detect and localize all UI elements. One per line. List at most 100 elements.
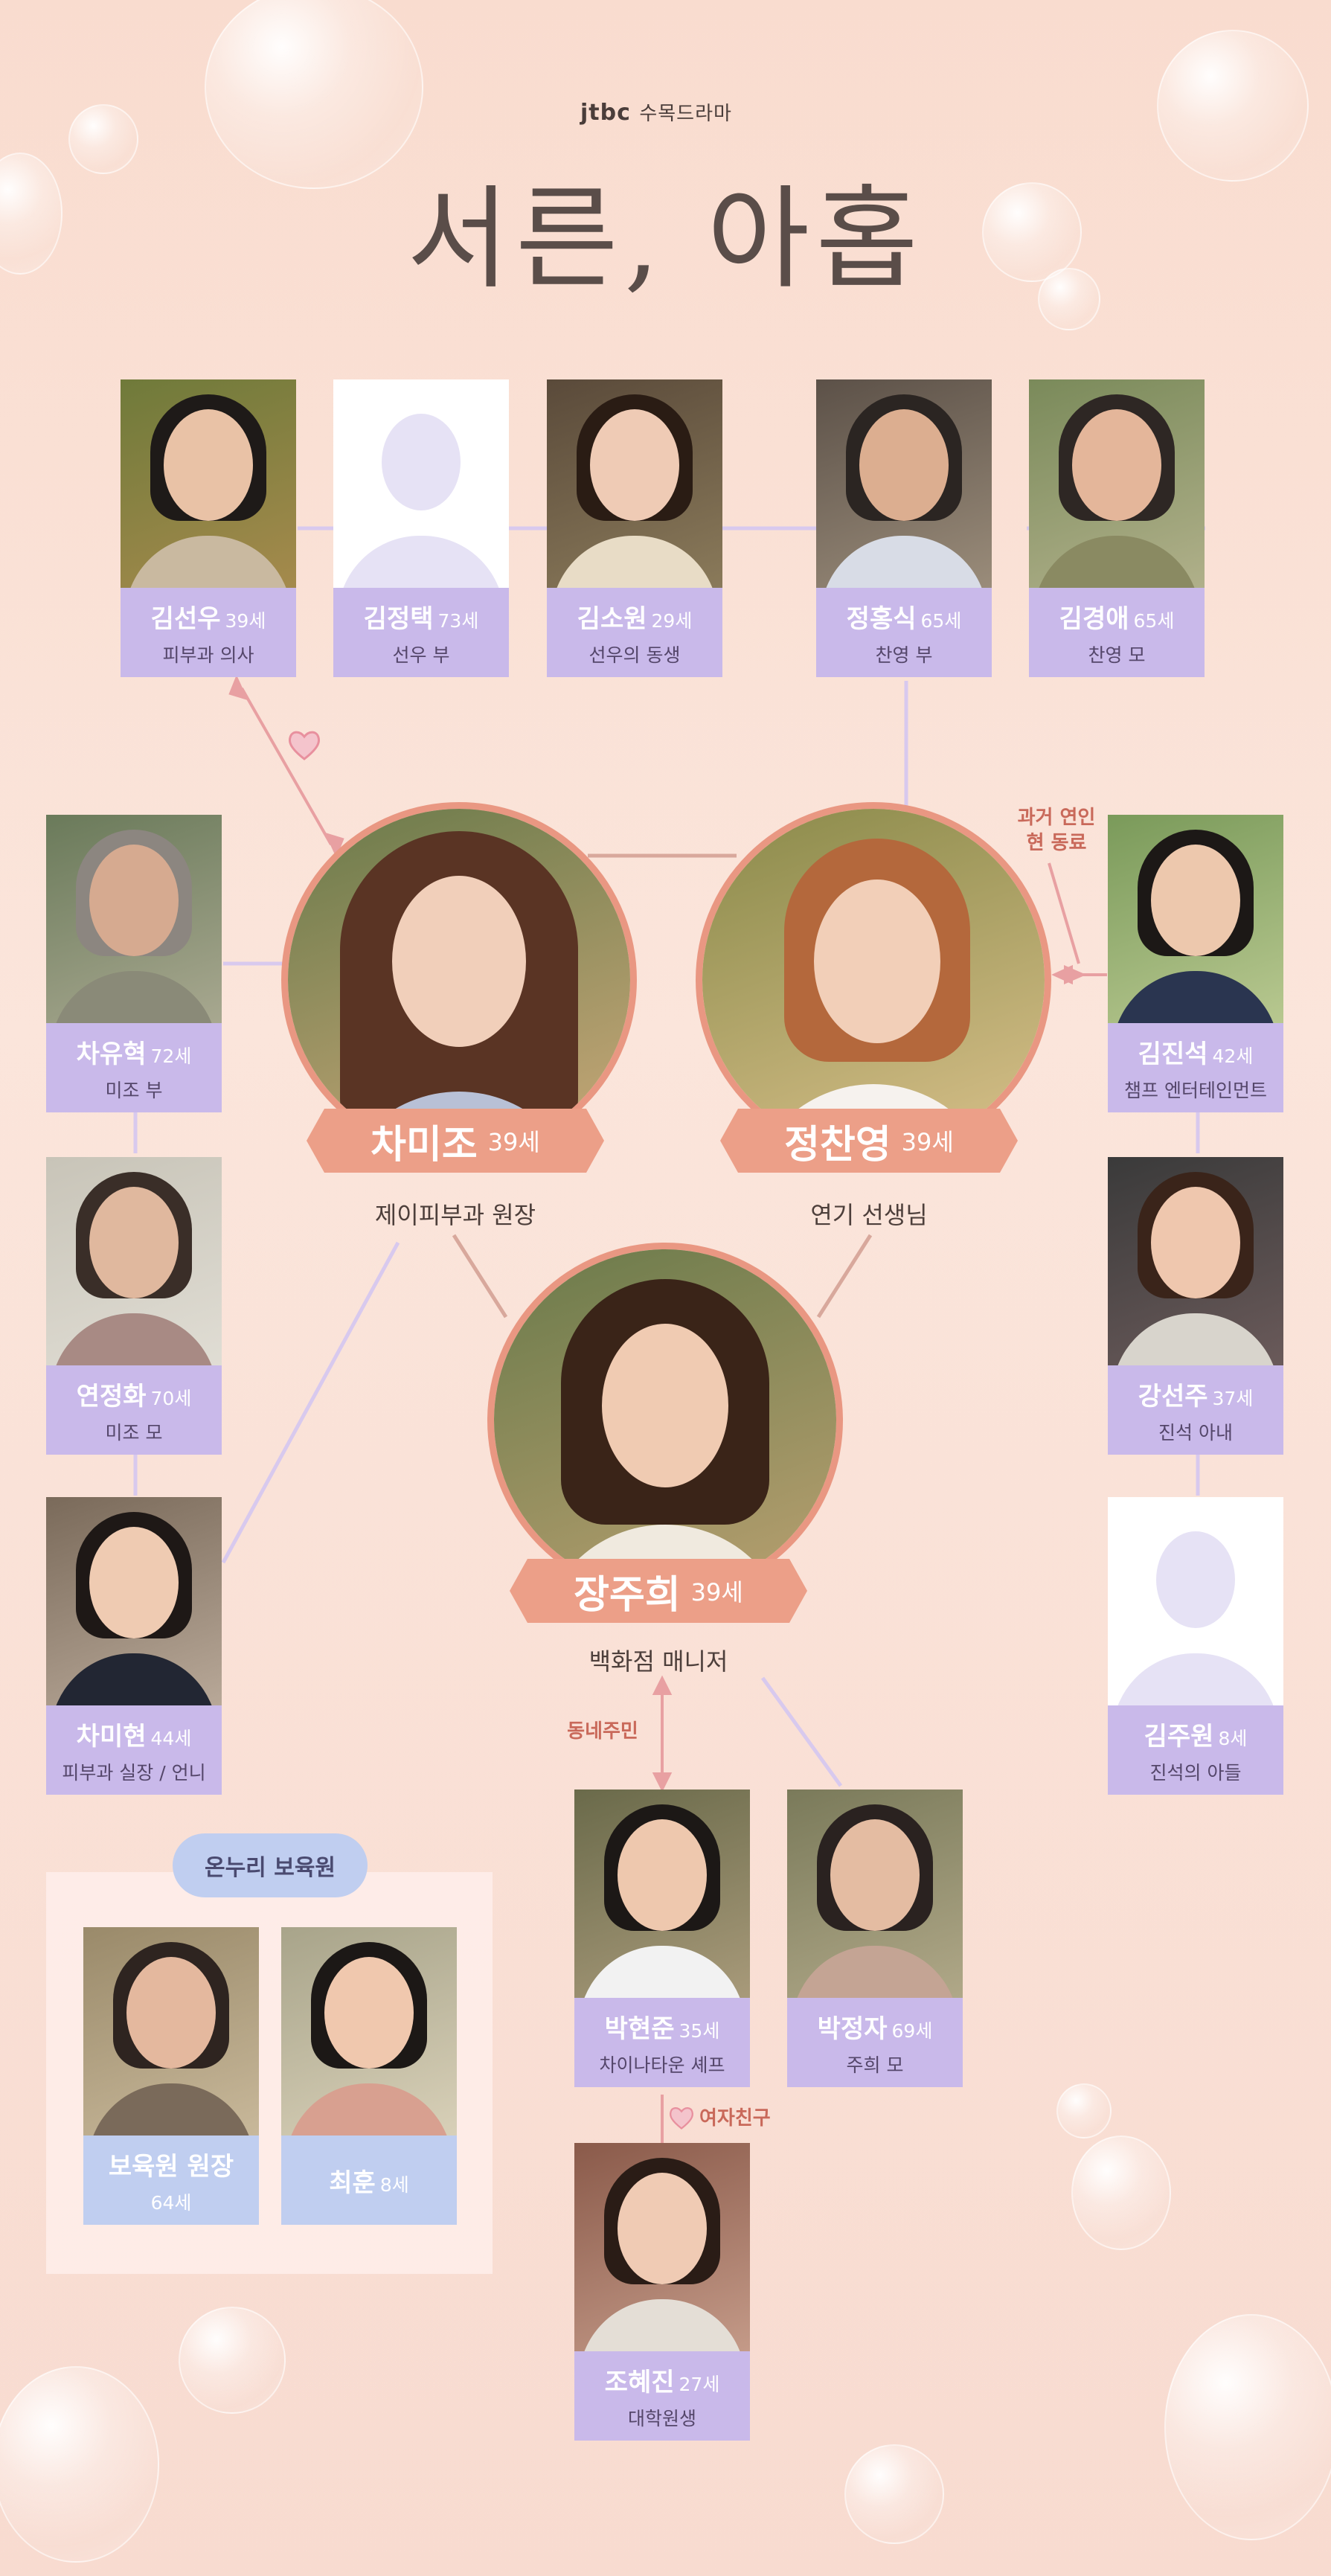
annotation-line: 현 동료	[1026, 832, 1087, 854]
card-name: 김주원	[1144, 1721, 1214, 1752]
ribbon-age: 39세	[690, 1578, 743, 1606]
relationship-note-past-lover: 과거 연인 현 동료	[990, 805, 1123, 856]
card-age: 39세	[225, 609, 266, 632]
card-name: 조혜진	[604, 2367, 675, 2397]
card-age: 37세	[1212, 1387, 1254, 1409]
character-photo	[121, 379, 296, 588]
card-name: 박정자	[817, 2013, 888, 2044]
ribbon-age: 39세	[487, 1128, 540, 1156]
card-name: 김선우	[150, 603, 221, 634]
card-age: 65세	[1133, 609, 1175, 632]
bubble-decoration	[1071, 2136, 1171, 2250]
character-photo	[547, 379, 722, 588]
card-role: 챔프 엔터테인먼트	[1124, 1079, 1267, 1101]
main-portrait-jang-juhee	[487, 1243, 843, 1598]
annotation-line: 과거 연인	[1017, 807, 1096, 829]
character-photo	[574, 2143, 750, 2351]
card-age: 69세	[891, 2019, 933, 2042]
heart-icon	[670, 2107, 693, 2130]
card-age: 44세	[150, 1727, 192, 1749]
character-photo	[83, 1927, 259, 2136]
name-ribbon-jang-juhee: 장주희 39세	[510, 1559, 807, 1623]
character-photo	[574, 1790, 750, 1998]
card-name: 차미현	[76, 1721, 147, 1752]
nursery-label: 온누리 보육원	[173, 1833, 368, 1897]
network-logo: jtbc 수목드라마	[580, 100, 732, 126]
main-portrait-jung-chanyoung	[696, 802, 1051, 1158]
card-role: 피부과 실장 / 언니	[62, 1761, 206, 1784]
bubble-decoration	[68, 104, 138, 174]
card-name: 보육원 원장	[108, 2151, 234, 2182]
card-name: 강선주	[1138, 1381, 1208, 1412]
card-role: 진석 아내	[1158, 1421, 1233, 1444]
card-age: 73세	[437, 609, 479, 632]
card-name: 연정화	[76, 1381, 147, 1412]
bubble-decoration	[1038, 268, 1100, 330]
ribbon-name: 차미조	[371, 1122, 478, 1167]
job-title-jung-chanyoung: 연기 선생님	[810, 1201, 928, 1229]
card-name: 김정택	[363, 603, 434, 634]
card-name: 김소원	[577, 603, 647, 634]
heart-icon	[289, 731, 320, 760]
character-photo	[46, 1157, 222, 1365]
bubble-decoration	[1056, 2083, 1112, 2138]
job-title-cha-mijo: 제이피부과 원장	[374, 1201, 536, 1229]
character-photo	[787, 1790, 963, 1998]
card-name: 박현준	[604, 2013, 675, 2044]
bubble-decoration	[0, 2366, 159, 2563]
bubble-decoration	[1164, 2314, 1331, 2540]
main-portrait-cha-mijo	[281, 802, 637, 1158]
ribbon-name: 정찬영	[784, 1122, 891, 1167]
drama-title: 서른, 아홉	[406, 175, 925, 304]
bubble-decoration	[205, 0, 423, 189]
card-role: 피부과 의사	[162, 644, 254, 666]
bubble-decoration	[179, 2307, 286, 2414]
card-name: 정홍식	[846, 603, 917, 634]
ribbon-name: 장주희	[574, 1572, 681, 1618]
card-role: 찬영 모	[1088, 644, 1146, 666]
relationship-note-neighbor: 동네주민	[567, 1720, 638, 1743]
character-photo	[1108, 815, 1283, 1023]
card-role: 선우의 동생	[588, 644, 681, 666]
card-role: 미조 모	[105, 1421, 163, 1444]
card-age: 35세	[679, 2019, 720, 2042]
card-age: 8세	[379, 2173, 409, 2196]
bubble-decoration	[982, 182, 1082, 282]
card-role: 대학원생	[627, 2407, 696, 2429]
card-age: 42세	[1212, 1045, 1254, 1067]
card-name: 차유혁	[76, 1039, 147, 1069]
character-photo	[1029, 379, 1205, 588]
card-role: 선우 부	[392, 644, 450, 666]
bubble-decoration	[844, 2444, 944, 2544]
silhouette-placeholder	[333, 379, 509, 588]
character-photo	[816, 379, 992, 588]
job-title-jang-juhee: 백화점 매니저	[588, 1647, 728, 1676]
character-photo	[46, 1497, 222, 1705]
character-photo	[281, 1927, 457, 2136]
card-role: 주희 모	[846, 2054, 904, 2076]
card-name: 김진석	[1138, 1039, 1208, 1069]
card-name: 김경애	[1059, 603, 1129, 634]
card-role: 미조 부	[105, 1079, 163, 1101]
bubble-decoration	[1157, 30, 1309, 182]
character-photo	[46, 815, 222, 1023]
card-role: 차이나타운 셰프	[599, 2054, 725, 2076]
character-card-nursery-director: 보육원 원장 64세	[83, 1927, 259, 2225]
card-age: 64세	[150, 2191, 192, 2214]
